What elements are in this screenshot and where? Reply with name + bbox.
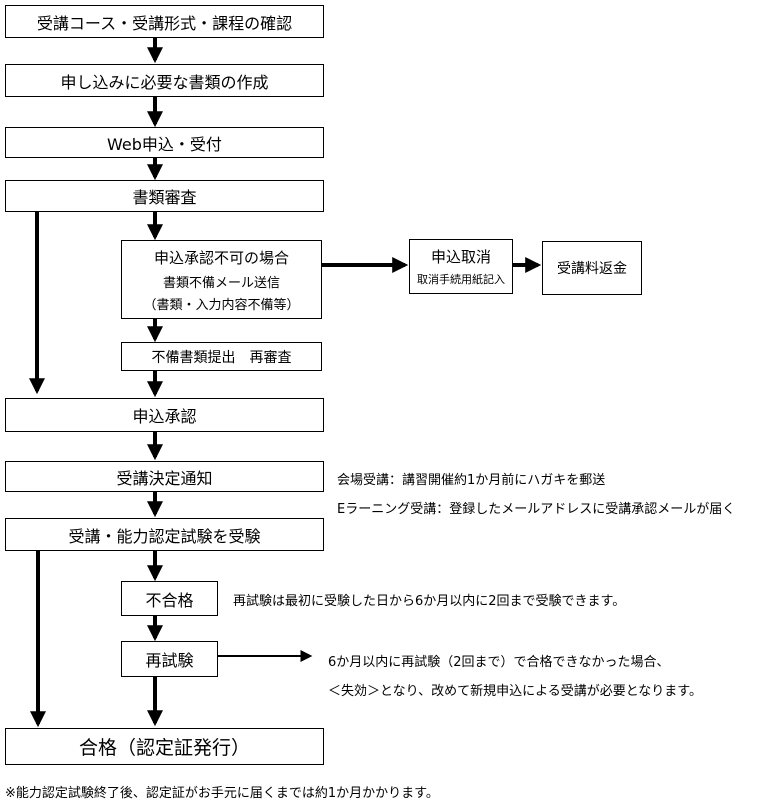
- step-fail: 不合格: [121, 581, 218, 616]
- step-reject: 申込承認不可の場合 書類不備メール送信 （書類・入力内容不備等）: [121, 240, 322, 319]
- step-exam: 受講・能力認定試験を受験: [5, 518, 324, 551]
- note-retest-rule: 再試験は最初に受験した日から6か月以内に2回まで受験できます。: [233, 594, 626, 609]
- step-documents-label: 申し込みに必要な書類の作成: [60, 72, 269, 92]
- step-refund: 受講料返金: [542, 241, 642, 295]
- step-pass: 合格（認定証発行）: [5, 728, 324, 765]
- step-cancel-title: 申込取消: [430, 248, 491, 266]
- step-reject-line2: （書類・入力内容不備等）: [143, 297, 300, 313]
- step-reject-line1: 書類不備メール送信: [162, 275, 280, 291]
- step-web-apply: Web申込・受付: [5, 127, 324, 158]
- note-elearning: Eラーニング受講：登録したメールアドレスに受講承認メールが届く: [337, 502, 736, 517]
- step-confirm: 受講コース・受講形式・課程の確認: [5, 5, 324, 38]
- step-review: 書類審査: [5, 180, 324, 212]
- step-confirm-label: 受講コース・受講形式・課程の確認: [36, 13, 293, 33]
- step-fail-label: 不合格: [145, 590, 194, 610]
- step-approval: 申込承認: [5, 398, 324, 432]
- note-footer: ※能力認定試験終了後、認定証がお手元に届くまでは約1か月かかります。: [5, 786, 439, 801]
- step-cancel-sub: 取消手続用紙記入: [417, 273, 505, 286]
- note-expire-line1: 6か月以内に再試験（2回まで）で合格できなかった場合、: [328, 655, 670, 670]
- step-decision-label: 受講決定通知: [116, 468, 213, 488]
- step-pass-label: 合格（認定証発行）: [78, 737, 250, 759]
- step-retest: 再試験: [121, 641, 218, 677]
- step-exam-label: 受講・能力認定試験を受験: [68, 526, 261, 546]
- step-refund-label: 受講料返金: [557, 261, 627, 277]
- step-cancel: 申込取消 取消手続用紙記入: [409, 239, 513, 294]
- step-web-apply-label: Web申込・受付: [107, 134, 222, 154]
- step-documents: 申し込みに必要な書類の作成: [5, 64, 324, 97]
- step-retest-label: 再試験: [145, 651, 194, 670]
- step-reject-title: 申込承認不可の場合: [153, 248, 289, 267]
- step-review-label: 書類審査: [132, 188, 197, 207]
- step-decision: 受講決定通知: [5, 461, 324, 492]
- step-resubmit: 不備書類提出 再審査: [121, 342, 322, 371]
- step-resubmit-label: 不備書類提出 再審査: [151, 349, 292, 366]
- step-approval-label: 申込承認: [132, 407, 197, 426]
- note-venue: 会場受講：講習開催約1か月前にハガキを郵送: [337, 473, 606, 488]
- note-expire-line2: ＜失効＞となり、改めて新規申込による受講が必要となります。: [328, 684, 703, 699]
